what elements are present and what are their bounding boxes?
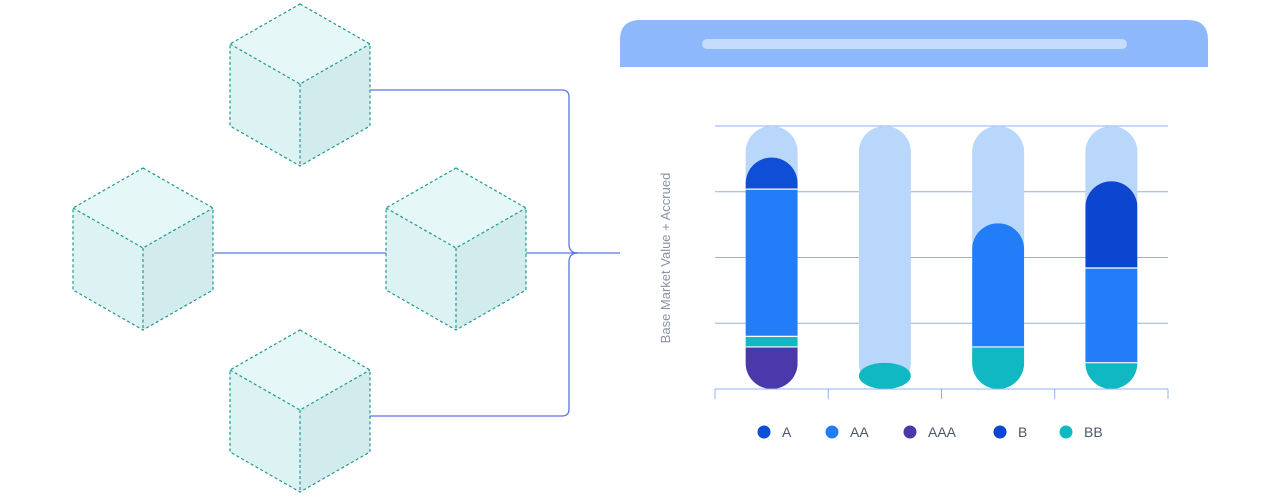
legend-swatch: [757, 425, 771, 439]
legend-label: A: [782, 424, 792, 440]
bar-segment-aaa: [745, 346, 798, 389]
bar-stack: [858, 362, 911, 389]
cube-top: [229, 3, 371, 167]
bar-group: [1085, 126, 1138, 389]
legend-item: AAA: [903, 424, 957, 440]
bar-segment-bb: [972, 346, 1025, 389]
bar-segment-aa: [972, 223, 1025, 347]
legend-label: AA: [850, 424, 869, 440]
bar-segment-bb: [858, 362, 911, 389]
legend-label: BB: [1084, 424, 1103, 440]
legend-swatch: [903, 425, 917, 439]
bar-track: [858, 126, 911, 389]
bar-segment-aa: [1085, 268, 1138, 363]
connector-bottom: [370, 252, 579, 417]
bar-segment-bb: [1085, 362, 1138, 389]
bar-segment-aa: [745, 189, 798, 337]
bar-segment-b: [1085, 181, 1138, 269]
cube-center: [385, 167, 527, 331]
bar-group: [858, 126, 911, 389]
bar-group: [745, 126, 798, 389]
legend-item: A: [757, 424, 792, 440]
legend-item: B: [993, 424, 1027, 440]
bar-stack: [1085, 181, 1138, 389]
cube-left: [72, 167, 214, 331]
legend-swatch: [825, 425, 839, 439]
cube-connectors: [214, 89, 620, 417]
bar-group: [972, 126, 1025, 389]
chart-window: [620, 20, 1208, 67]
chart-bars: [745, 126, 1138, 389]
legend-swatch: [1059, 425, 1073, 439]
legend-label: AAA: [928, 424, 957, 440]
cube-bottom: [229, 329, 371, 493]
y-axis-label: Base Market Value + Accrued: [658, 173, 673, 344]
connector-top: [370, 89, 579, 254]
bar-stack: [745, 157, 798, 389]
legend-swatch: [993, 425, 1007, 439]
bar-segment-bb: [745, 336, 798, 347]
bar-stack: [972, 223, 1025, 389]
legend-item: AA: [825, 424, 869, 440]
address-bar: [702, 39, 1127, 49]
legend-item: BB: [1059, 424, 1103, 440]
legend-label: B: [1018, 424, 1027, 440]
chart-x-axis: [714, 388, 1169, 399]
